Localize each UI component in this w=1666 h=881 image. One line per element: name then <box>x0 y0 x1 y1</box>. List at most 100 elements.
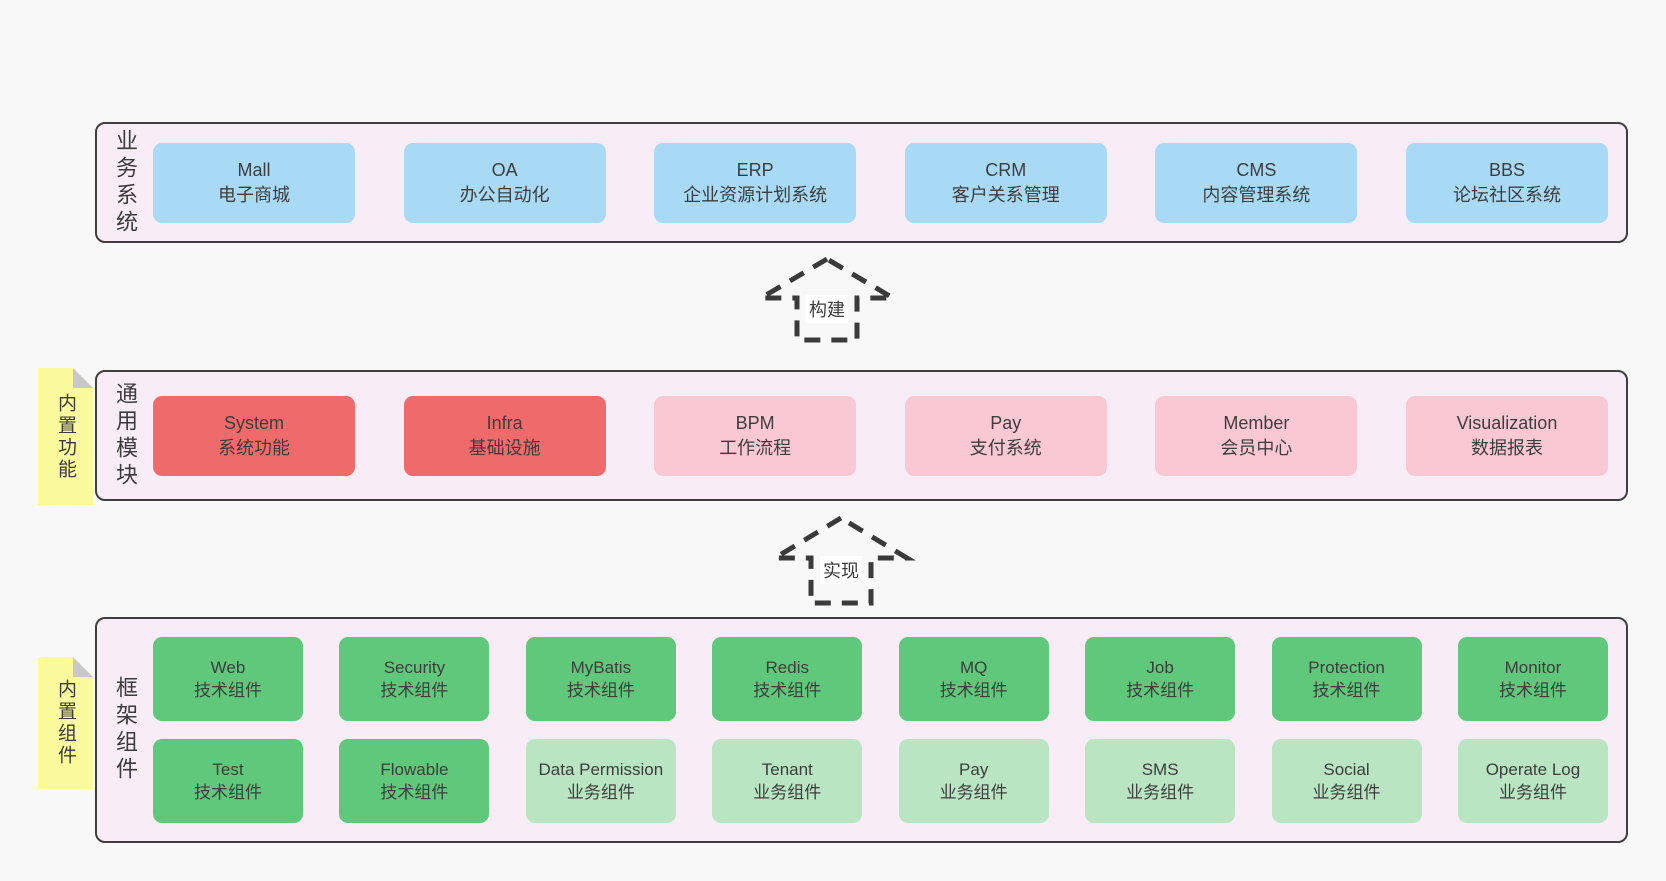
node-title: OA <box>491 159 518 180</box>
node-subtitle: 办公自动化 <box>459 184 550 205</box>
node-title: Member <box>1223 412 1290 433</box>
dashed-up-arrow-icon <box>766 515 916 606</box>
node-title: Social <box>1323 760 1370 779</box>
layer-side-label-business: 业务系统 <box>113 128 138 237</box>
framework-rows: Web 技术组件 Security 技术组件 MyBatis 技术组件 Redi… <box>153 619 1608 841</box>
common-box-row: System 系统功能 Infra 基础设施 BPM 工作流程 Pay 支付系统… <box>153 372 1608 499</box>
node-subtitle: 技术组件 <box>380 783 449 802</box>
implement-arrow-label: 实现 <box>820 556 862 585</box>
diagram-node: Test 技术组件 <box>153 739 303 823</box>
business-systems-layer: 业务系统 Mall 电子商城 OA 办公自动化 ERP 企业资源计划系统 CRM… <box>95 122 1628 243</box>
node-title: Operate Log <box>1485 760 1581 779</box>
node-title: System <box>223 412 284 433</box>
node-subtitle: 论坛社区系统 <box>1452 184 1561 205</box>
node-subtitle: 技术组件 <box>566 681 635 700</box>
diagram-node: MyBatis 技术组件 <box>525 637 676 721</box>
node-title: Security <box>383 658 446 677</box>
sticky-note-builtin-features: 内置功能 <box>38 368 93 505</box>
node-subtitle: 技术组件 <box>939 681 1008 700</box>
layer-side-label-framework: 框架组件 <box>113 676 138 784</box>
node-title: MQ <box>959 658 988 677</box>
node-subtitle: 业务组件 <box>1312 783 1381 802</box>
diagram-node: Data Permission 业务组件 <box>525 739 676 823</box>
node-subtitle: 业务组件 <box>566 783 635 802</box>
common-modules-layer: 通用模块 System 系统功能 Infra 基础设施 BPM 工作流程 Pay… <box>95 370 1628 501</box>
node-subtitle: 支付系统 <box>969 437 1042 458</box>
node-subtitle: 技术组件 <box>380 681 449 700</box>
node-subtitle: 技术组件 <box>194 783 262 802</box>
diagram-node: Member 会员中心 <box>1155 395 1358 476</box>
node-title: Flowable <box>380 760 449 779</box>
node-title: MyBatis <box>570 658 632 677</box>
node-title: Mall <box>237 159 271 180</box>
diagram-node: Protection 技术组件 <box>1271 637 1422 721</box>
diagram-node: Monitor 技术组件 <box>1457 637 1608 721</box>
node-title: Pay <box>959 760 989 779</box>
node-subtitle: 业务组件 <box>1498 783 1567 802</box>
node-title: CMS <box>1236 159 1277 180</box>
node-title: CRM <box>985 159 1027 180</box>
diagram-node: Infra 基础设施 <box>403 395 606 476</box>
dashed-up-arrow-icon <box>752 256 902 343</box>
node-subtitle: 内容管理系统 <box>1202 184 1311 205</box>
node-subtitle: 基础设施 <box>468 437 541 458</box>
node-title: Infra <box>486 412 523 433</box>
node-subtitle: 技术组件 <box>1498 681 1567 700</box>
sticky-label: 内置组件 <box>55 679 76 767</box>
framework-box-row-2: Test 技术组件 Flowable 技术组件 Data Permission … <box>153 739 1608 823</box>
node-subtitle: 业务组件 <box>753 783 822 802</box>
node-subtitle: 客户关系管理 <box>951 184 1060 205</box>
node-title: Protection <box>1308 658 1385 677</box>
diagram-node: Job 技术组件 <box>1085 637 1236 721</box>
diagram-node: Tenant 业务组件 <box>712 739 863 823</box>
diagram-node: CMS 内容管理系统 <box>1155 142 1358 223</box>
node-subtitle: 业务组件 <box>939 783 1008 802</box>
node-subtitle: 企业资源计划系统 <box>683 184 828 205</box>
diagram-node: OA 办公自动化 <box>403 142 606 223</box>
node-title: BBS <box>1488 159 1525 180</box>
build-arrow-label: 构建 <box>806 295 848 324</box>
node-title: Data Permission <box>538 760 664 779</box>
diagram-node: CRM 客户关系管理 <box>904 142 1107 223</box>
diagram-node: BPM 工作流程 <box>654 395 857 476</box>
diagram-node: Flowable 技术组件 <box>339 739 490 823</box>
node-subtitle: 电子商城 <box>218 184 290 205</box>
sticky-label: 内置功能 <box>55 392 76 481</box>
node-title: Monitor <box>1504 658 1562 677</box>
diagram-node: ERP 企业资源计划系统 <box>654 142 857 223</box>
node-title: Visualization <box>1456 412 1558 433</box>
layer-side-label-common: 通用模块 <box>113 381 138 490</box>
node-subtitle: 技术组件 <box>753 681 822 700</box>
diagram-node: Pay 业务组件 <box>898 739 1049 823</box>
node-title: Web <box>210 658 246 677</box>
implement-arrow: 实现 <box>766 512 916 608</box>
diagram-node: Mall 电子商城 <box>153 142 355 223</box>
diagram-node: Web 技术组件 <box>153 637 303 721</box>
node-subtitle: 会员中心 <box>1220 437 1293 458</box>
node-title: Redis <box>765 658 809 677</box>
diagram-node: Social 业务组件 <box>1271 739 1422 823</box>
node-subtitle: 系统功能 <box>218 437 290 458</box>
node-title: Test <box>212 760 244 779</box>
diagram-node: Pay 支付系统 <box>904 395 1107 476</box>
diagram-node: Security 技术组件 <box>339 637 490 721</box>
framework-components-layer: 框架组件 Web 技术组件 Security 技术组件 MyBatis 技术组件 <box>95 617 1628 843</box>
node-subtitle: 业务组件 <box>1126 783 1195 802</box>
node-subtitle: 技术组件 <box>194 681 262 700</box>
diagram-node: MQ 技术组件 <box>898 637 1049 721</box>
sticky-note-builtin-components: 内置组件 <box>38 657 93 789</box>
node-title: BPM <box>735 412 775 433</box>
node-title: SMS <box>1141 760 1179 779</box>
business-box-row: Mall 电子商城 OA 办公自动化 ERP 企业资源计划系统 CRM 客户关系… <box>153 124 1608 241</box>
build-arrow: 构建 <box>752 253 902 345</box>
diagram-node: SMS 业务组件 <box>1085 739 1236 823</box>
node-subtitle: 工作流程 <box>719 437 792 458</box>
node-title: Tenant <box>761 760 813 779</box>
framework-box-row-1: Web 技术组件 Security 技术组件 MyBatis 技术组件 Redi… <box>153 637 1608 721</box>
diagram-node: Redis 技术组件 <box>712 637 863 721</box>
node-subtitle: 技术组件 <box>1126 681 1195 700</box>
node-title: Pay <box>990 412 1022 433</box>
node-title: Job <box>1146 658 1174 677</box>
node-subtitle: 技术组件 <box>1312 681 1381 700</box>
node-subtitle: 数据报表 <box>1470 437 1543 458</box>
